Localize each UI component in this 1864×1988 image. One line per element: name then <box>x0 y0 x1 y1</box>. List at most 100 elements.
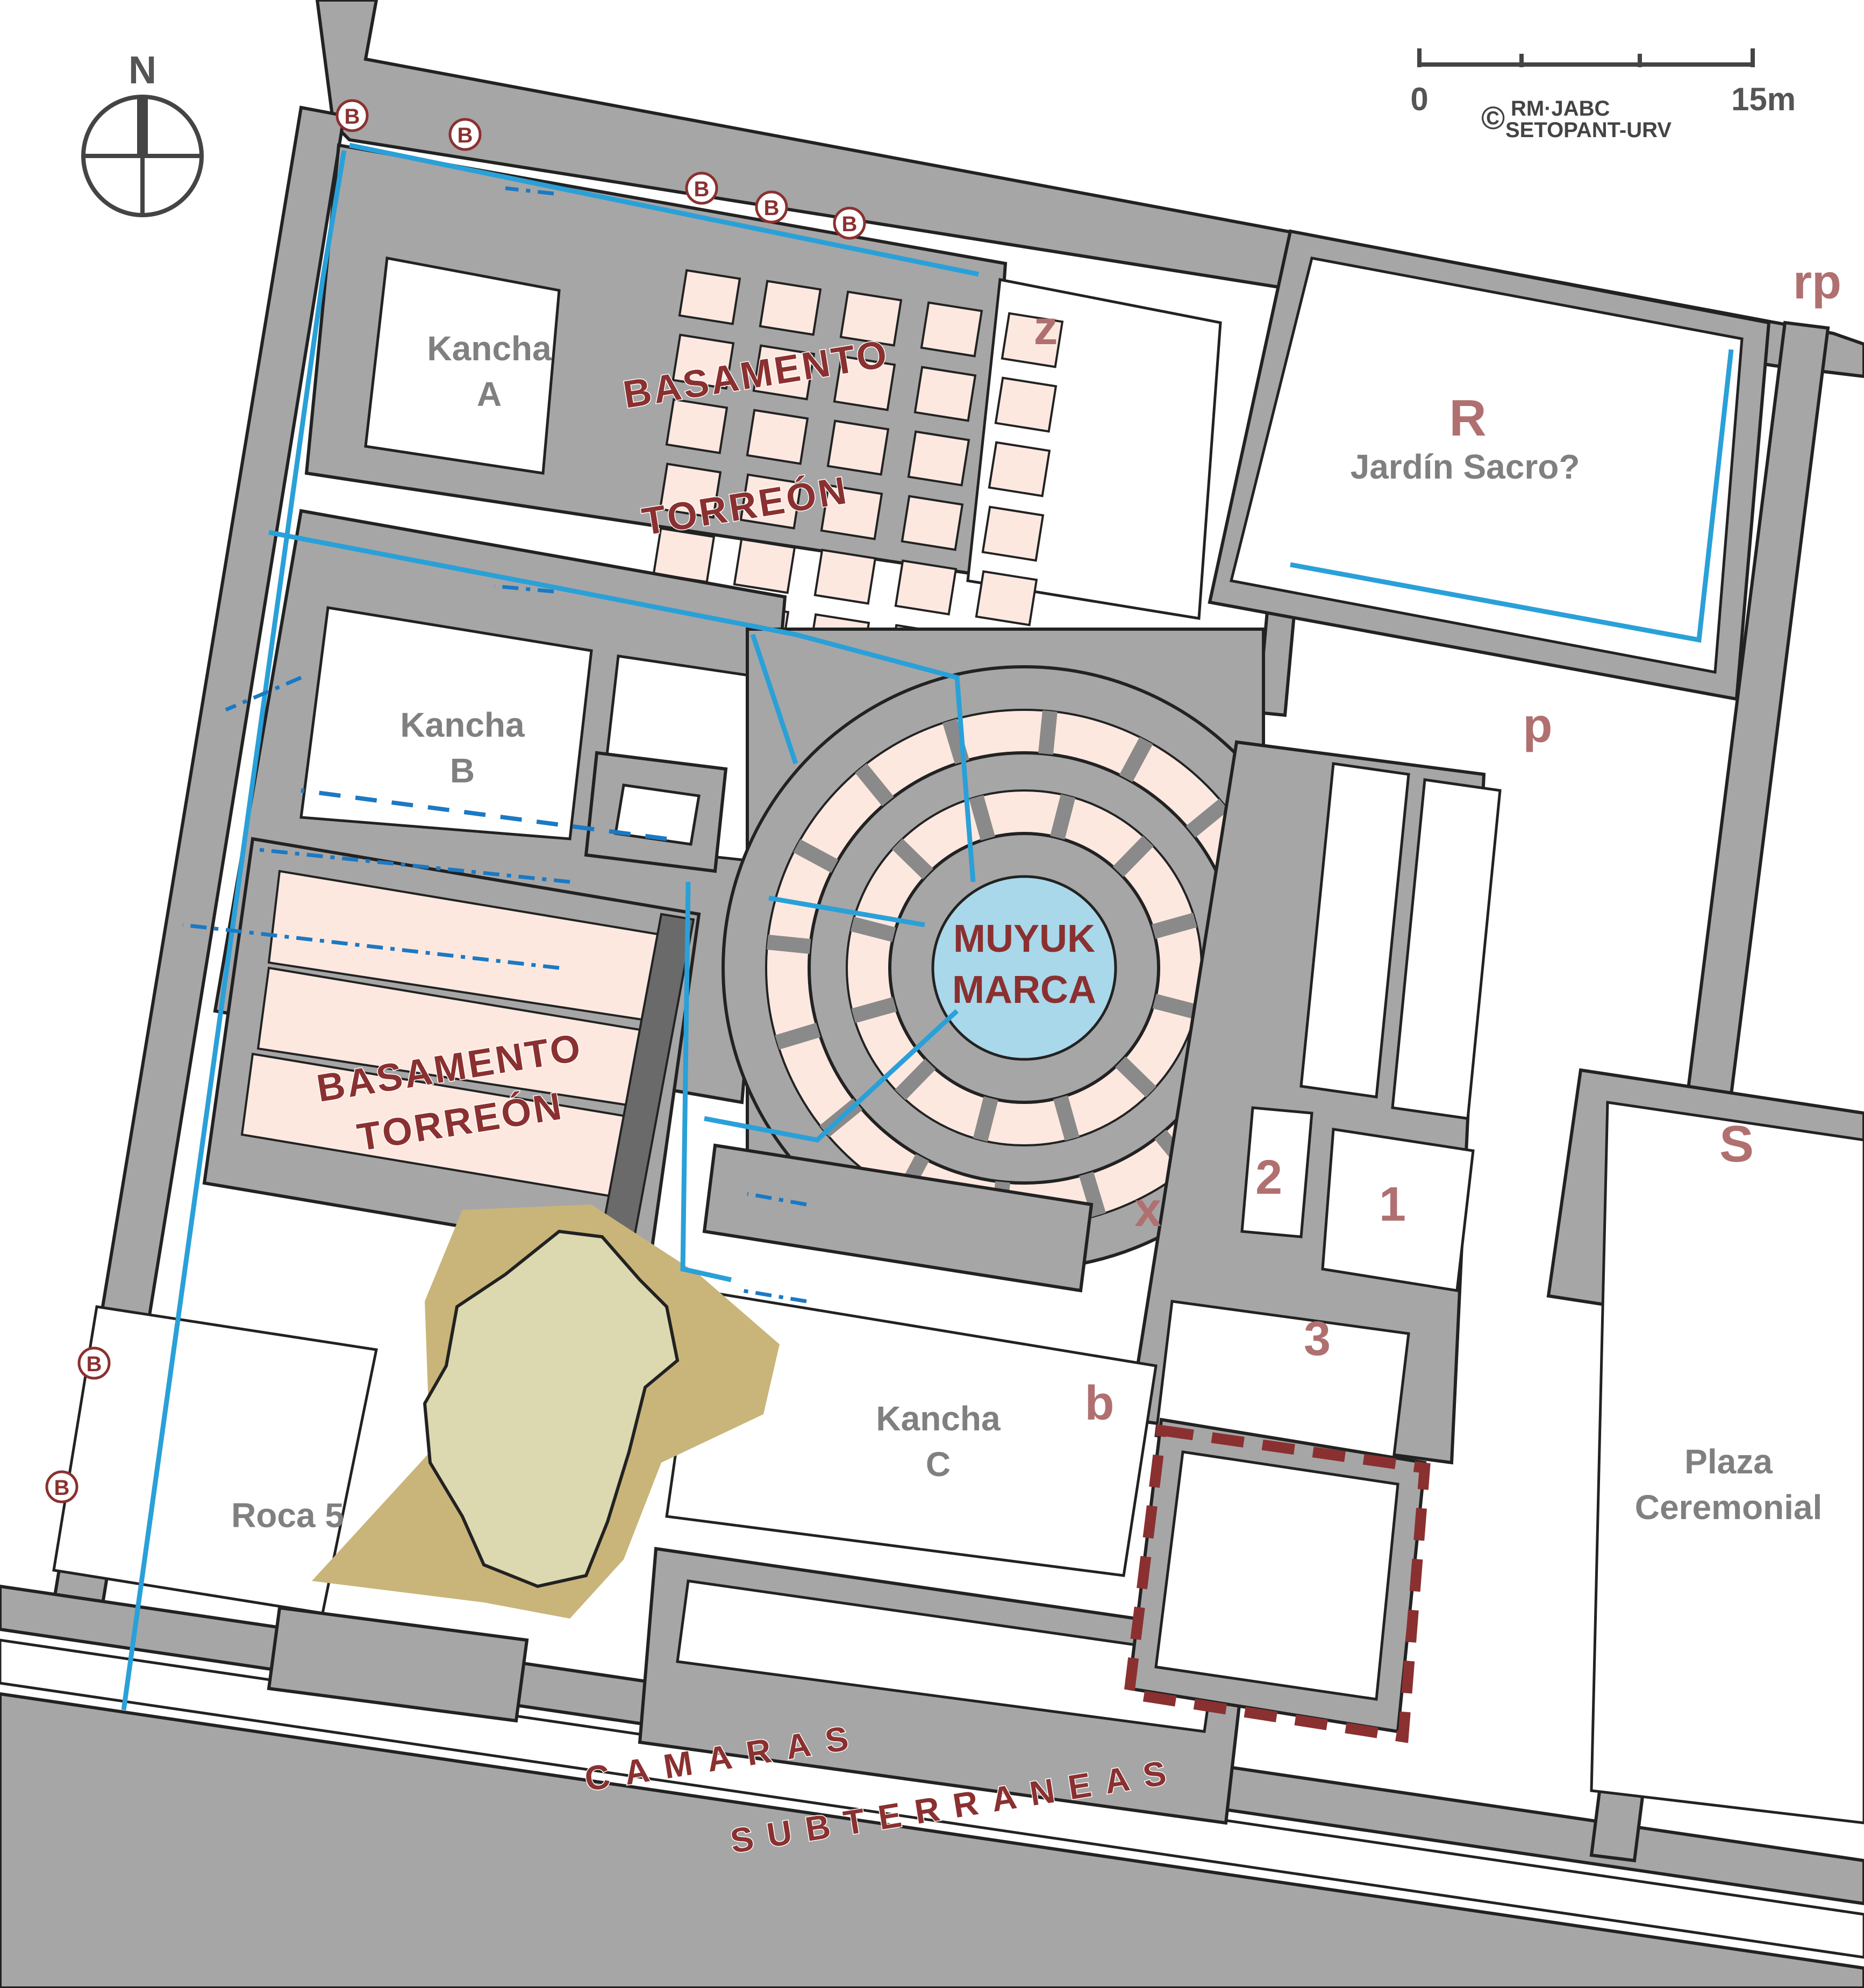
roca-5-rock <box>423 1229 680 1588</box>
b-marker-circle <box>448 118 482 151</box>
room-2-label: 2 <box>1255 1151 1282 1205</box>
room-3-label: 3 <box>1304 1312 1331 1366</box>
platform-cell <box>994 376 1058 433</box>
ring-partition <box>1112 836 1154 877</box>
platform-cell <box>901 495 964 551</box>
letter-R: R <box>1449 389 1486 447</box>
ring-partition <box>1185 799 1229 838</box>
b-marker-circle <box>833 206 866 240</box>
scale-end: 15m <box>1731 81 1796 117</box>
kancha-a-label-1: Kancha <box>427 329 552 368</box>
ring-partition <box>1152 994 1198 1020</box>
b-marker-circle <box>45 1470 78 1504</box>
sector-letters: z R rp p S x 1 2 3 b <box>1034 255 1842 1430</box>
b-marker-label: B <box>87 1352 102 1376</box>
platform-cell <box>672 333 735 390</box>
b-marker-circle <box>335 99 369 132</box>
ring-partition <box>942 718 969 765</box>
letter-x: x <box>1134 1183 1161 1237</box>
ring-partition <box>1119 737 1153 782</box>
north-label: N <box>128 49 156 92</box>
kancha-a-label-2: A <box>477 375 502 414</box>
kancha-c-label-2: C <box>926 1445 951 1484</box>
b-marker-label: B <box>54 1476 70 1500</box>
b-marker-label: B <box>345 105 360 129</box>
platform-cell <box>1001 312 1064 368</box>
platform-cell <box>746 409 809 465</box>
platform-cell <box>988 441 1051 497</box>
plaza-label-2: Ceremonial <box>1635 1488 1823 1527</box>
b-marker-label: B <box>764 196 780 220</box>
ring-partition <box>1038 710 1058 755</box>
platform-cell <box>659 462 722 519</box>
muyuk-marca-pool <box>931 875 1117 1061</box>
platform-cell <box>739 473 803 530</box>
plaza-label-1: Plaza <box>1684 1442 1773 1481</box>
kancha-c-label-1: Kancha <box>876 1399 1001 1438</box>
north-arrow: N <box>81 49 204 217</box>
b-marker-circle <box>755 190 788 224</box>
ring-partition <box>892 838 933 880</box>
jardin-sacro-enclosure <box>1208 229 1771 701</box>
platform-cell <box>665 398 729 454</box>
platform-block-lower <box>202 837 701 1260</box>
copyright-symbol: © <box>1481 100 1505 136</box>
muyuk-marca-label-2: MARCA <box>952 968 1096 1011</box>
copyright-line-1: RM·JABC <box>1511 97 1610 120</box>
platform-cell <box>820 484 883 540</box>
ring-partition <box>1115 1056 1156 1098</box>
letter-p: p <box>1523 699 1553 753</box>
ring-partition <box>775 1023 821 1050</box>
platform-cell <box>894 559 958 616</box>
ring-partition <box>1079 1171 1106 1217</box>
ring-partition <box>850 916 896 942</box>
b-marker-circle <box>77 1346 111 1380</box>
ring-partition <box>969 795 995 841</box>
numbered-rooms <box>1127 740 1502 1470</box>
ring-partition <box>895 1059 936 1100</box>
platform-cell <box>833 355 896 411</box>
muyuk-marca-tower <box>722 628 1327 1271</box>
kancha-b-label-1: Kancha <box>400 706 525 744</box>
b-marker-label: B <box>842 212 858 236</box>
letter-S: S <box>1719 1115 1754 1173</box>
ring-partition <box>855 763 894 807</box>
kancha-c-block <box>665 1143 1158 1577</box>
ring-partition <box>793 839 839 873</box>
ring-partition <box>973 1096 998 1142</box>
platform-cell <box>975 570 1038 626</box>
lower-structures <box>267 1068 1864 1825</box>
platform-cell <box>920 301 983 358</box>
ring-partition <box>1151 913 1197 939</box>
water-canals <box>121 142 979 1711</box>
scale-start: 0 <box>1410 81 1428 117</box>
ring-partition <box>851 997 897 1023</box>
muyuk-marca-label-1: MUYUK <box>953 917 1095 960</box>
area-labels: Kancha A Kancha B Kancha C Roca 5 Plaza … <box>231 329 1822 1535</box>
platform-cell <box>759 280 822 336</box>
copyright-line-2: SETOPANT-URV <box>1505 118 1672 142</box>
scale-bar: 0 15m © RM·JABC SETOPANT-URV <box>1410 48 1796 142</box>
platform-cell <box>826 419 890 476</box>
b-marker-label: B <box>458 124 473 147</box>
platform-cell <box>733 538 796 594</box>
platform-cell <box>839 290 903 347</box>
b-marker-circle <box>685 172 718 205</box>
platform-cell <box>752 344 816 401</box>
roca-5-area <box>52 1205 780 1619</box>
b-markers: B B B B B B B <box>45 99 866 1504</box>
roca-label: Roca 5 <box>231 1496 344 1535</box>
letter-b: b <box>1085 1377 1115 1430</box>
platform-cell <box>907 430 970 487</box>
platform-cell <box>981 505 1045 562</box>
letter-rp: rp <box>1793 255 1841 309</box>
jardin-sacro-label: Jardín Sacro? <box>1351 447 1580 486</box>
ring-partition <box>767 935 811 954</box>
b-marker-label: B <box>694 177 710 201</box>
kancha-b-label-2: B <box>450 751 475 790</box>
letter-z: z <box>1034 301 1058 355</box>
ring-partition <box>1050 794 1076 840</box>
ring-partition <box>1053 1095 1080 1141</box>
room-1-label: 1 <box>1379 1178 1406 1231</box>
